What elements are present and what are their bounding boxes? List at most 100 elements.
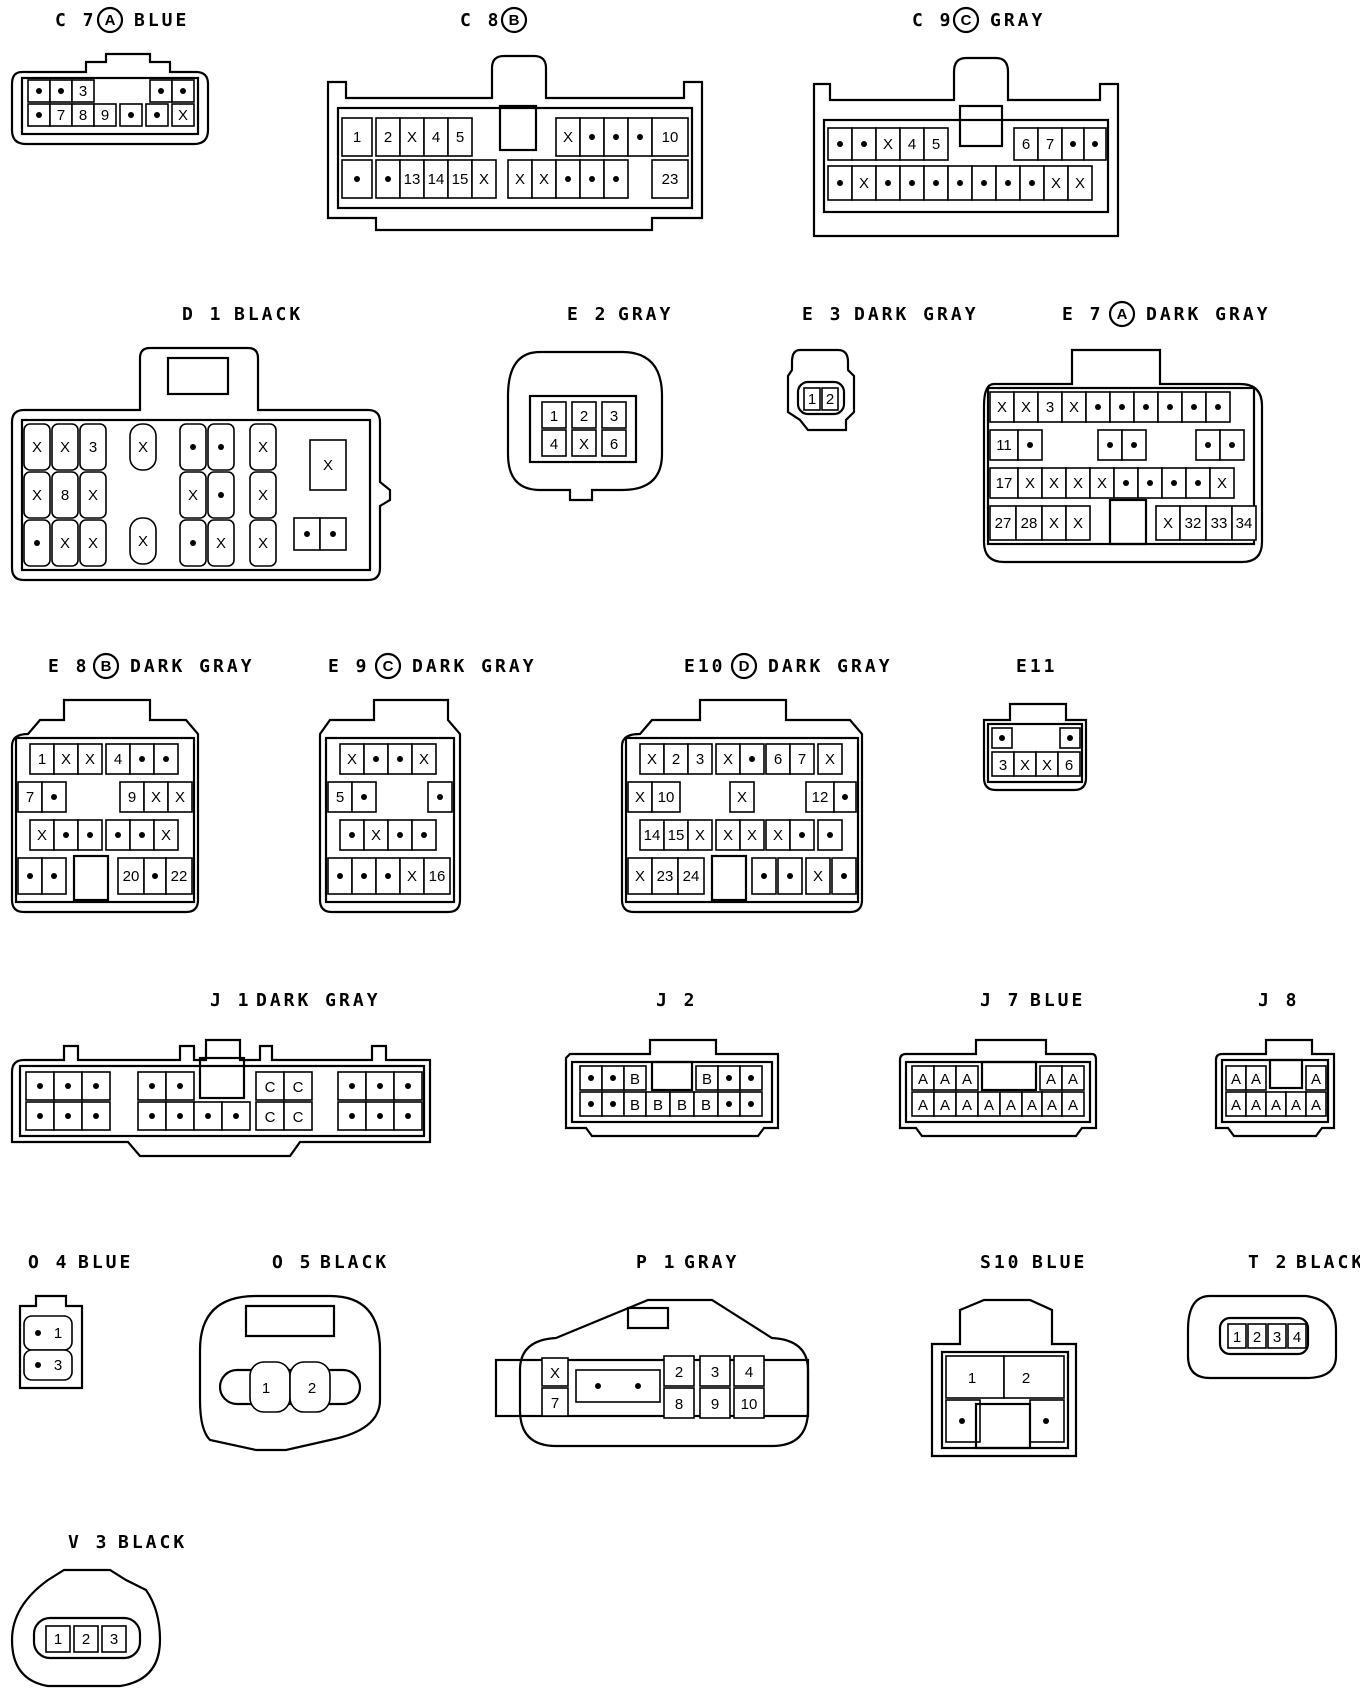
pin-cell [1305, 1091, 1327, 1117]
connector-face [20, 76, 200, 136]
pin-dot [999, 735, 1005, 741]
pin-cell [899, 127, 925, 161]
connector-face [796, 380, 846, 416]
pin-cell [651, 781, 681, 813]
pin-dot [959, 1418, 965, 1424]
pin-cell [393, 1101, 423, 1131]
pin-dot [1070, 141, 1076, 147]
pin-cell [923, 127, 949, 161]
pin-cell [471, 159, 497, 199]
pin-label: C [293, 1079, 304, 1096]
pin-label: 3 [610, 408, 618, 425]
variant-circle-icon [374, 652, 402, 680]
pin-label: 1 [54, 1631, 62, 1648]
pin-label: X [175, 789, 185, 806]
pin-cell [1015, 505, 1043, 541]
pin-label: 2 [826, 391, 834, 408]
pin-dot [861, 141, 867, 147]
pin-cell [677, 857, 705, 895]
pin-dot [139, 756, 145, 762]
pin-cell [955, 1065, 979, 1091]
connector-e8: E 8 B DARK GRAY 1 X X 4 7 9 X X X X 20 [10, 652, 252, 914]
pin-cell [1061, 391, 1087, 423]
pin-cell [1017, 429, 1043, 461]
pin-cell [165, 857, 193, 895]
pin-label: 1 [38, 751, 46, 768]
pin-cell [1227, 1323, 1247, 1349]
pin-dot [87, 832, 93, 838]
pin-label: B [701, 1097, 711, 1114]
pin-cell [23, 471, 51, 519]
pin-cell [327, 781, 353, 813]
pin-cell [765, 819, 791, 851]
pin-label: 10 [658, 789, 675, 806]
pin-label: A [940, 1097, 950, 1114]
pin-cell [1287, 1323, 1307, 1349]
pin-cell [363, 819, 389, 851]
connector-housing [318, 698, 462, 914]
pin-label: X [1020, 757, 1030, 774]
connector-e2: E 2 GRAY 1 2 3 4 X 6 [506, 304, 670, 502]
pin-grid: 3 7 8 9 X [27, 79, 195, 127]
pin-label: 13 [404, 171, 421, 188]
pin-dot [1043, 1418, 1049, 1424]
pin-label: X [635, 789, 645, 806]
pin-label: 1 [262, 1380, 270, 1397]
connector-face [1218, 1316, 1310, 1356]
connector-face [494, 1358, 810, 1418]
pin-label: X [323, 457, 333, 474]
pin-cell [129, 517, 157, 565]
pin-label: 14 [428, 171, 445, 188]
pin-cell [663, 1355, 695, 1387]
pin-cell [601, 401, 627, 429]
pin-label: X [258, 535, 268, 552]
pin-dot [787, 873, 793, 879]
connector-color: BLUE [134, 10, 189, 31]
pin-dot [385, 873, 391, 879]
pin-label: X [1049, 515, 1059, 532]
pin-cell [221, 1101, 251, 1131]
pin-cell [805, 857, 831, 895]
pin-cell [687, 819, 713, 851]
latch-slot [198, 1056, 246, 1100]
connector-face [20, 418, 372, 572]
connector-color: DARK GRAY [854, 304, 979, 325]
pin-label: X [813, 868, 823, 885]
pin-dot [349, 832, 355, 838]
pin-cell [171, 103, 195, 127]
pin-cell [627, 857, 653, 895]
pin-dot [726, 1101, 732, 1107]
pin-dot [827, 832, 833, 838]
pin-grid: 1 2 [803, 387, 839, 411]
pin-dot [595, 1383, 601, 1389]
latch-slot [166, 356, 230, 396]
pin-dot [1107, 442, 1113, 448]
connector-e11: E11 3 X X 6 [982, 656, 1088, 792]
pin-cell [1185, 467, 1211, 499]
pin-label: 7 [798, 751, 806, 768]
connector-code: E 2 [567, 304, 609, 325]
pin-label: X [997, 399, 1007, 416]
pin-label: B [630, 1097, 640, 1114]
pin-dot [218, 492, 224, 498]
connector-face [624, 736, 860, 904]
pin-cell [639, 743, 665, 775]
pin-label: 4 [1293, 1329, 1301, 1346]
pin-label: X [85, 751, 95, 768]
pin-dot [36, 88, 42, 94]
pin-label: 4 [908, 136, 916, 153]
connector-e7: E 7 A DARK GRAY X X 3 X 11 17 X X X [982, 300, 1268, 564]
pin-cell [803, 387, 821, 411]
connector-o5: O 5 BLACK 1 2 [198, 1252, 386, 1452]
pin-dot [589, 134, 595, 140]
variant-circle-icon [96, 6, 124, 34]
pin-label: X [1073, 475, 1083, 492]
connector-code: E 3 [802, 304, 844, 325]
pin-label: A [918, 1071, 928, 1088]
pin-dot [1229, 442, 1235, 448]
pin-label: 3 [696, 751, 704, 768]
pin-dot [1215, 404, 1221, 410]
pin-cell [715, 819, 741, 851]
pin-cell [945, 1355, 1005, 1399]
pin-cell [427, 781, 453, 813]
